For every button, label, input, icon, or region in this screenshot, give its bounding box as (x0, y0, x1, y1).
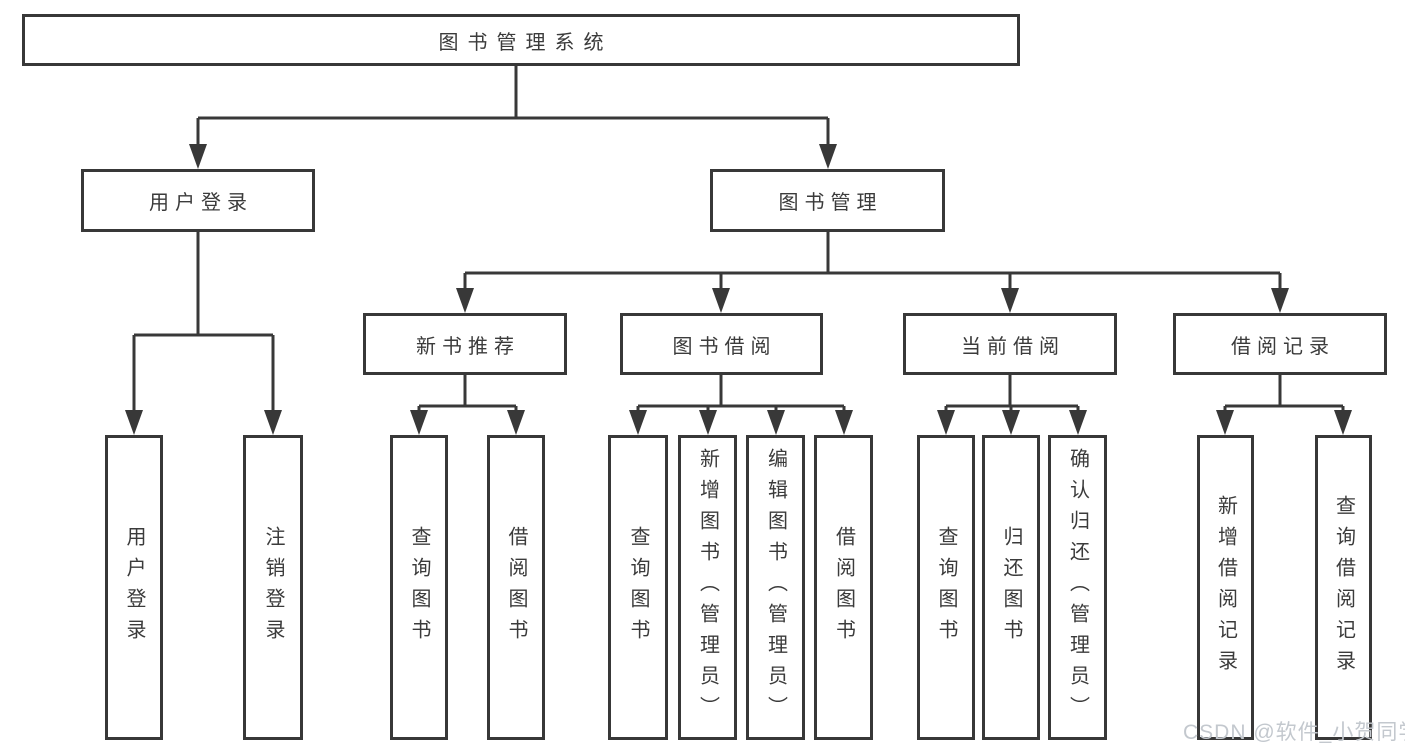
node-system-root: 图书管理系统 (22, 14, 1020, 66)
leaf-label: 新增借阅记录 (1214, 494, 1237, 681)
arrowhead-icon (712, 288, 730, 313)
node-label: 用户登录 (149, 192, 253, 214)
connector-records-to-leaves (1223, 374, 1345, 414)
arrowhead-icon (125, 410, 143, 435)
connector-user-login-to-leaves (132, 230, 275, 412)
node-label: 当前借阅 (961, 335, 1065, 358)
leaf-user-login: 用户登录 (105, 435, 163, 740)
node-book-management: 图书管理 (710, 169, 945, 232)
arrowhead-icon (456, 288, 474, 313)
leaf-borrow-books-1: 借阅图书 (487, 435, 545, 740)
leaf-query-borrow-record: 查询借阅记录 (1315, 435, 1372, 740)
leaf-label: 查询图书 (627, 525, 649, 650)
leaf-label: 查询借阅记录 (1332, 494, 1355, 681)
node-label: 新书推荐 (416, 335, 520, 358)
leaf-label: 借阅图书 (832, 525, 855, 650)
node-label: 图书借阅 (672, 335, 777, 358)
leaf-add-books-admin: 新增图书（管理员） (678, 435, 737, 740)
leaf-label: 用户登录 (123, 525, 145, 650)
leaf-label: 注销登录 (262, 525, 284, 650)
arrowhead-icon (1002, 410, 1020, 435)
arrowhead-icon (1069, 410, 1087, 435)
arrowhead-icon (699, 410, 717, 435)
leaf-label: 编辑图书（管理员） (764, 448, 787, 727)
leaf-label: 查询图书 (408, 525, 430, 650)
node-current-borrowing: 当前借阅 (903, 313, 1117, 375)
node-book-borrowing: 图书借阅 (620, 313, 823, 375)
leaf-query-books-1: 查询图书 (390, 435, 448, 740)
leaf-query-books-2: 查询图书 (608, 435, 668, 740)
node-label: 借阅记录 (1231, 335, 1335, 358)
leaf-label: 新增图书（管理员） (696, 448, 719, 727)
csdn-watermark: CSDN @软件_小贺同学 (1183, 721, 1405, 744)
leaf-logout: 注销登录 (243, 435, 303, 740)
node-label: 图书管理系统 (438, 31, 613, 54)
leaf-label: 查询图书 (935, 525, 957, 650)
leaf-query-books-3: 查询图书 (917, 435, 975, 740)
leaf-return-books: 归还图书 (982, 435, 1040, 740)
node-new-book-recommend: 新书推荐 (363, 313, 567, 375)
arrowhead-icon (264, 410, 282, 435)
arrowhead-icon (1216, 410, 1234, 435)
node-user-login: 用户登录 (81, 169, 315, 232)
arrowhead-icon (767, 410, 785, 435)
arrowhead-icon (507, 410, 525, 435)
connector-root-to-level2 (196, 64, 830, 146)
node-borrowing-records: 借阅记录 (1173, 313, 1387, 375)
connector-borrowing-to-leaves (636, 374, 846, 414)
arrowhead-icon (937, 410, 955, 435)
leaf-label: 归还图书 (1000, 525, 1022, 650)
arrowhead-icon (189, 144, 207, 169)
leaf-add-borrow-record: 新增借阅记录 (1197, 435, 1254, 740)
connector-new-books-to-leaves (417, 374, 518, 414)
arrowhead-icon (1334, 410, 1352, 435)
leaf-label: 借阅图书 (505, 525, 527, 650)
connector-current-to-leaves (944, 374, 1080, 414)
leaf-edit-books-admin: 编辑图书（管理员） (746, 435, 805, 740)
leaf-confirm-return-admin: 确认归还（管理员） (1048, 435, 1107, 740)
connector-book-mgmt-to-level3 (463, 230, 1282, 291)
arrowhead-icon (1271, 288, 1289, 313)
arrowhead-icon (410, 410, 428, 435)
leaf-label: 确认归还（管理员） (1066, 448, 1089, 727)
leaf-borrow-books-2: 借阅图书 (814, 435, 873, 740)
node-label: 图书管理 (778, 192, 883, 214)
arrowhead-icon (1001, 288, 1019, 313)
arrowhead-icon (835, 410, 853, 435)
arrowhead-icon (819, 144, 837, 169)
arrowhead-icon (629, 410, 647, 435)
